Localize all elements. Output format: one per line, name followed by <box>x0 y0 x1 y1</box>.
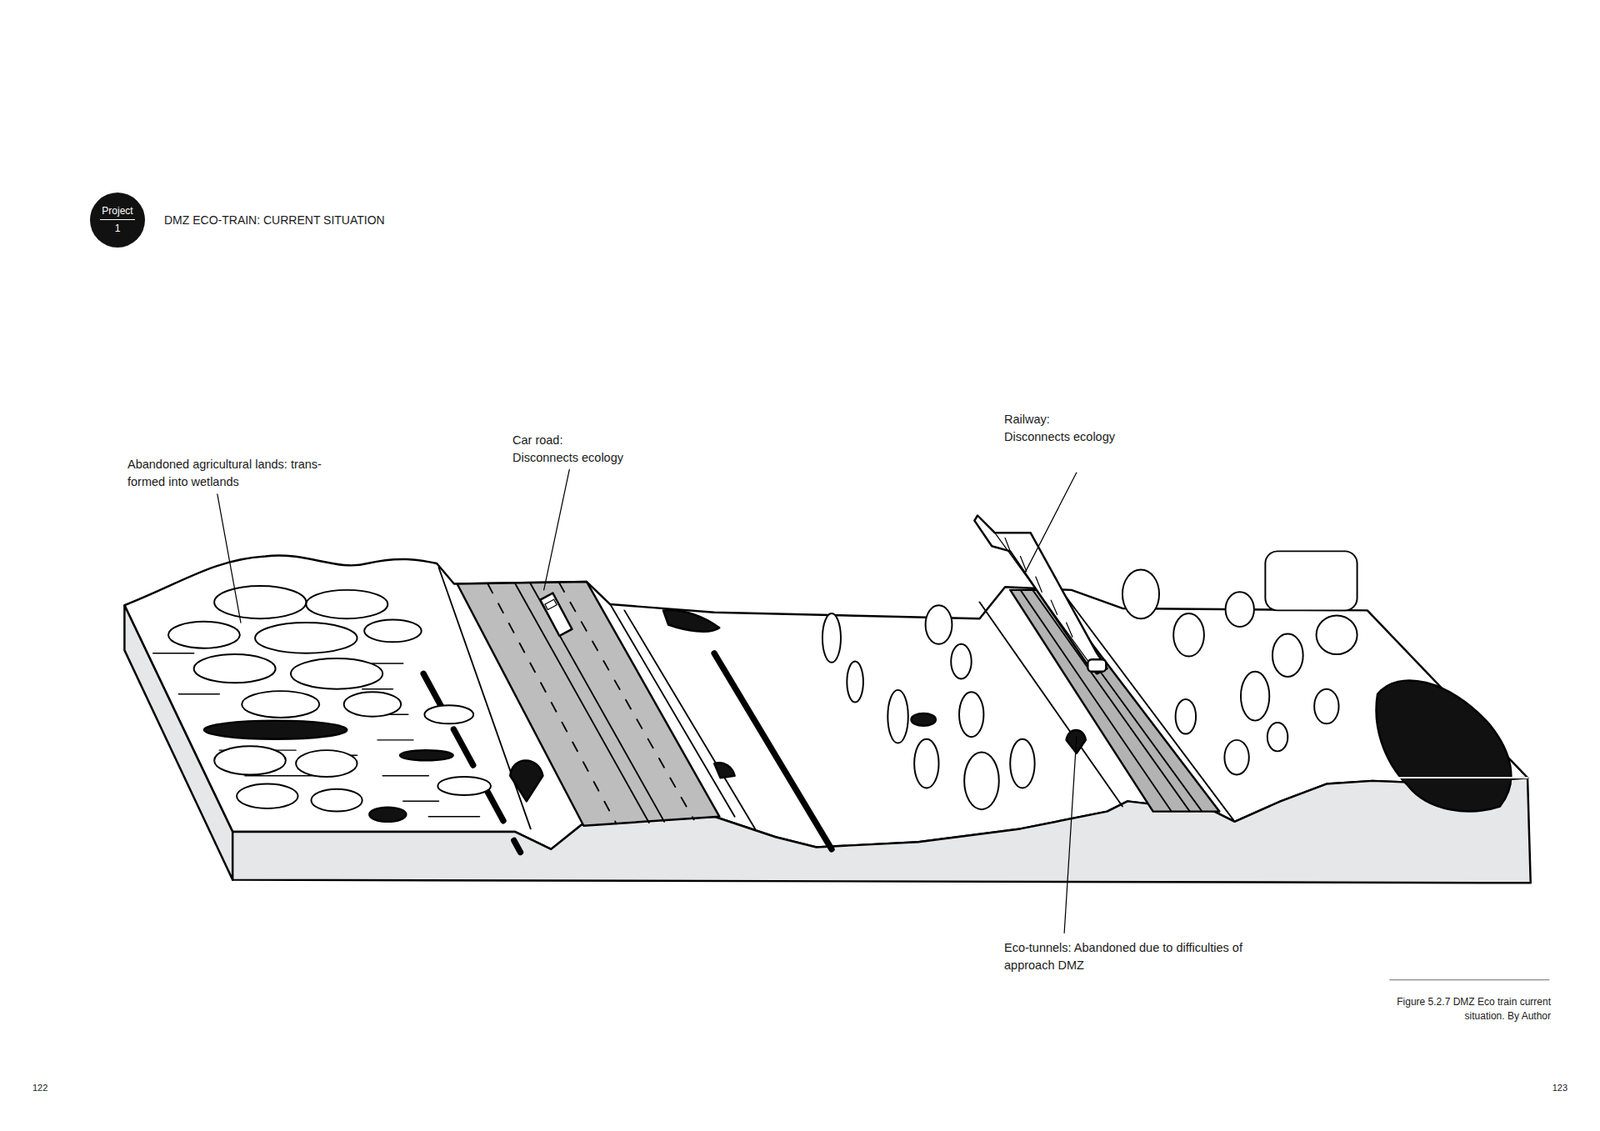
page-number: 122 <box>32 1081 48 1094</box>
eco-tunnel <box>510 760 543 801</box>
tree-canopy <box>168 550 1358 811</box>
leader-line <box>217 469 1077 933</box>
railway <box>1010 590 1220 812</box>
callout-label: Railway: Disconnects ecology <box>1004 410 1118 446</box>
page-title: DMZ ECO-TRAIN: CURRENT SITUATION <box>164 212 385 228</box>
callout-label: Eco-tunnels: Abandoned due to difficulti… <box>1004 939 1260 975</box>
badge-rule <box>100 219 135 220</box>
project-badge: Project 1 <box>90 192 145 248</box>
caption-rule <box>1390 979 1550 980</box>
train <box>974 515 1107 675</box>
page-number: 123 <box>1552 1081 1568 1094</box>
figure-caption: Figure 5.2.7 DMZ Eco train current situa… <box>1394 995 1551 1024</box>
section-front <box>232 777 1531 883</box>
callout-label: Abandoned agricultural lands: trans- for… <box>127 455 325 491</box>
badge-number: 1 <box>115 223 121 235</box>
badge-heading: Project <box>101 205 133 217</box>
pond <box>1376 680 1512 811</box>
callout-label: Car road: Disconnects ecology <box>512 431 626 467</box>
